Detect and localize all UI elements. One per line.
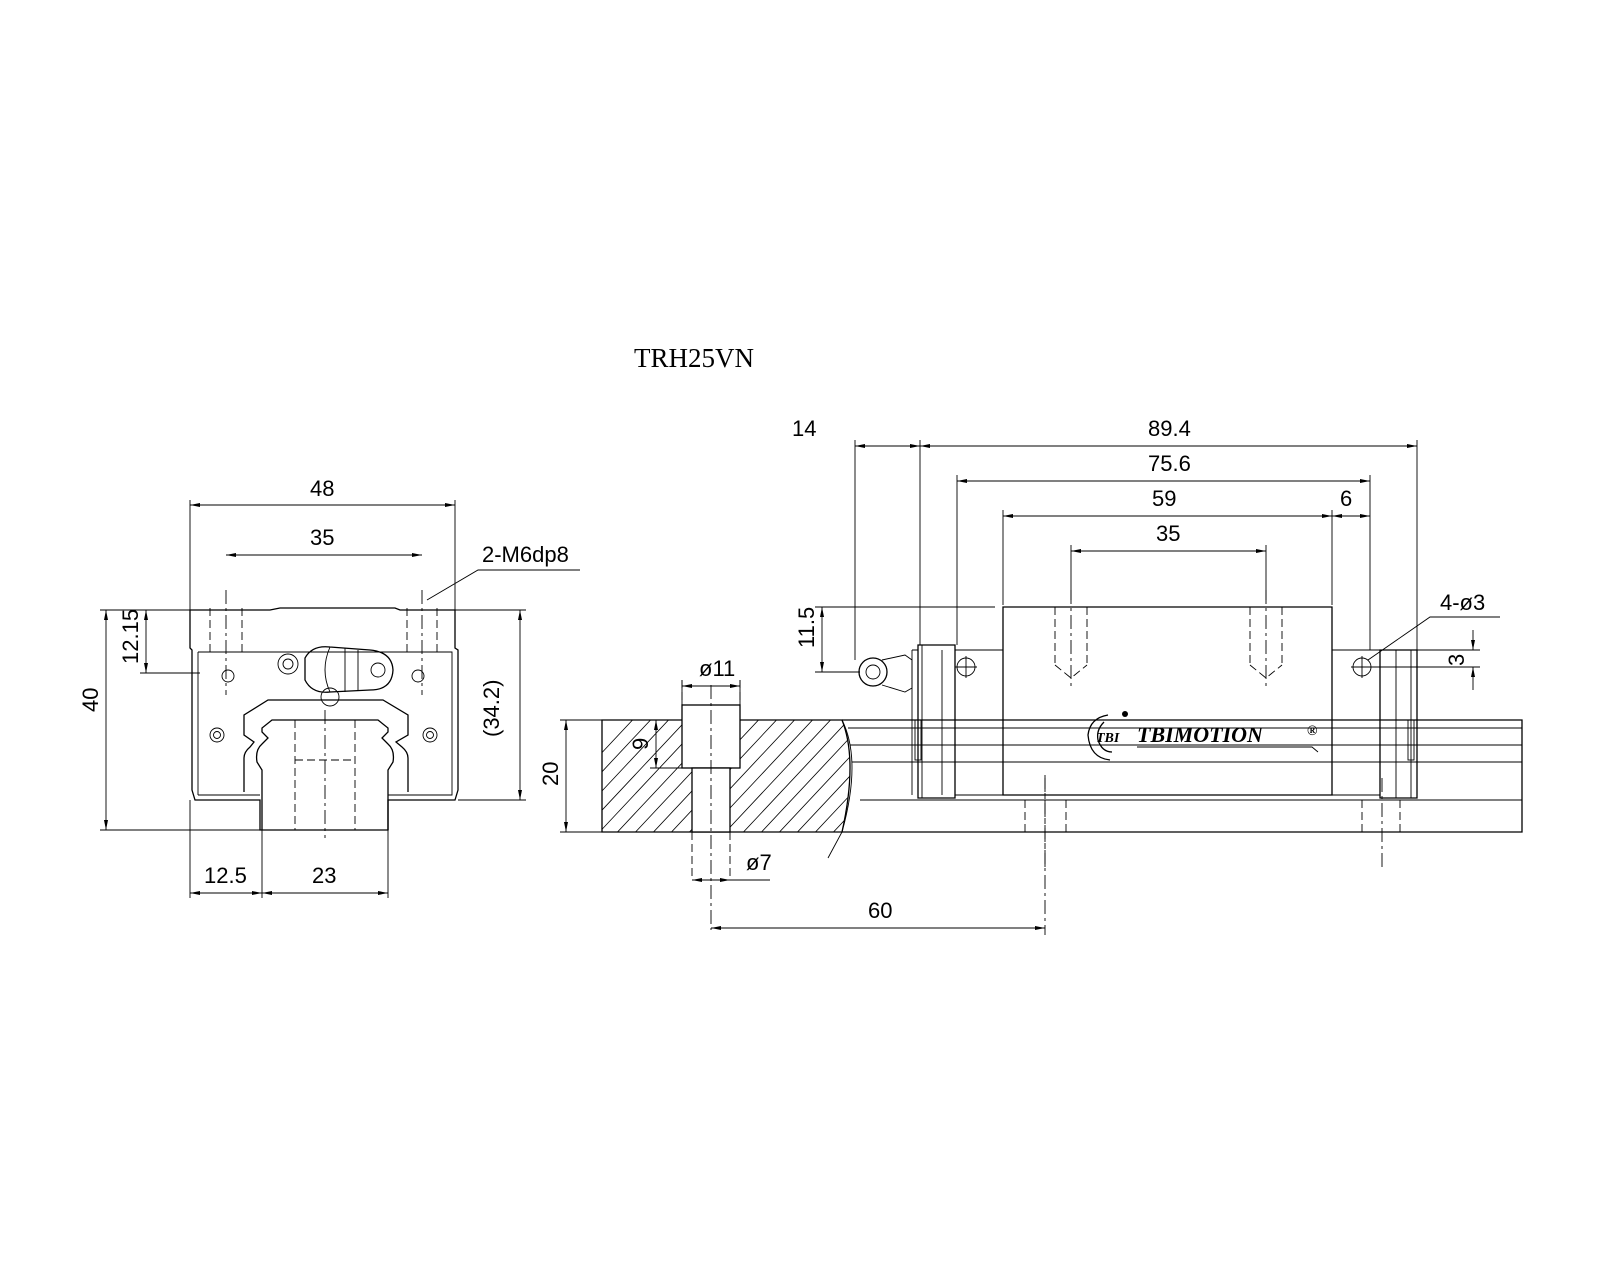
side-view: TBI TBIMOTION ® 14 89.4 75.6 59 6 35 11.… (538, 416, 1523, 935)
dim-dia11-text: ø11 (699, 656, 735, 681)
hatch-line (602, 720, 677, 832)
dim-3-text: 3 (1444, 654, 1469, 666)
thread-callout-text: 2-M6dp8 (482, 542, 569, 567)
dim-40-text: 40 (78, 688, 103, 712)
side-grease-nipple-body (881, 654, 913, 693)
dim-6-text: 6 (1340, 486, 1352, 511)
left-end-seal (911, 645, 943, 798)
leader-thread (426, 569, 580, 601)
dim-35-front-text: 35 (310, 525, 334, 550)
front-hole-circle-right (411, 669, 425, 683)
side-block-body (1002, 606, 1333, 796)
dim-14-text: 14 (792, 416, 816, 441)
drawing-title: TRH25VN (634, 343, 754, 373)
dim-dia7-text: ø7 (746, 850, 772, 875)
brand-underline (1137, 746, 1319, 753)
front-tapped-hole-right (406, 608, 438, 652)
hatch-line (602, 720, 641, 832)
front-block-outline (189, 607, 459, 831)
dim-89-4-text: 89.4 (1148, 416, 1191, 441)
dim-23-text: 23 (312, 863, 336, 888)
front-block-inner (198, 651, 453, 796)
dim-48-ext (189, 500, 456, 610)
pin-hole-right-cross (1351, 656, 1373, 678)
hatch-line (735, 720, 850, 832)
dim-35-side-text: 35 (1156, 521, 1180, 546)
front-view: 48 35 2-M6dp8 40 12.15 (34.2) 12.5 23 (78, 476, 580, 898)
dim-48-text: 48 (310, 476, 334, 501)
rail-break-line (827, 719, 853, 859)
left-end-cap (917, 644, 956, 799)
front-side-hole-right-inner (426, 731, 434, 739)
dim-60-text: 60 (868, 898, 892, 923)
side-block-base (954, 649, 1381, 796)
right-seal-tab (1407, 719, 1415, 761)
hatch-line (753, 720, 850, 832)
front-grease-nipple-base (320, 687, 340, 707)
front-rail-channel (243, 699, 409, 792)
dim-side-ext-top (854, 440, 1418, 660)
dim-59-text: 59 (1152, 486, 1176, 511)
rail-section-hatch (602, 712, 1018, 840)
hatch-line (898, 712, 1018, 840)
rail-hole-dash-1 (1024, 800, 1067, 832)
dim-11-5-ext (815, 606, 995, 673)
side-tapped-hole-right (1249, 607, 1283, 679)
hatch-line (843, 720, 850, 832)
front-grease-nipple-head (370, 662, 386, 678)
rail-long (842, 719, 1523, 833)
dim-75-6-text: 75.6 (1148, 451, 1191, 476)
tbi-logo: TBI (1087, 711, 1128, 761)
right-end-seal (1395, 650, 1412, 798)
leader-pin (1367, 616, 1500, 661)
front-side-hole-left-inner (213, 731, 221, 739)
side-grease-nipple (858, 657, 888, 687)
dim-34-2-ext (455, 609, 526, 801)
hatch-line (717, 720, 839, 832)
front-grease-nipple-detail (324, 646, 359, 693)
hatch-line (880, 712, 1000, 840)
front-grease-plug (277, 653, 299, 675)
pin-hole-left-cross (955, 656, 977, 678)
dim-3-ext (1370, 649, 1480, 668)
hatch-line (602, 720, 659, 832)
side-grease-nipple-inner (865, 664, 881, 680)
dim-12-5-text: 12.5 (204, 863, 247, 888)
front-hole-circle-left (221, 669, 235, 683)
dim-34-2-text: (34.2) (479, 680, 504, 737)
dim-9-text: 9 (628, 738, 653, 750)
brand-registered: ® (1307, 724, 1318, 739)
front-side-hole-right (422, 727, 438, 743)
front-side-hole-left (209, 727, 225, 743)
hatch-line (789, 720, 850, 832)
rail-hole-dash-2 (1361, 800, 1401, 832)
brand-name: TBIMOTION (1137, 722, 1264, 747)
dim-12-15-text: 12.15 (118, 609, 143, 664)
front-grease-nipple (304, 646, 394, 693)
tbi-logo-dot (1122, 711, 1128, 717)
hatch-line (807, 720, 850, 832)
hatch-line (771, 720, 850, 832)
tbi-logo-ring (1087, 714, 1113, 761)
rail-top-lines (848, 727, 1522, 801)
hole-ext-dash (681, 680, 741, 880)
pin-callout-text: 4-ø3 (1440, 590, 1485, 615)
hatch-line (602, 720, 695, 832)
tbi-logo-text: TBI (1096, 731, 1120, 746)
front-grease-plug-inner (282, 658, 294, 670)
dim-bottom-ext (189, 800, 389, 898)
side-tapped-hole-left (1054, 607, 1088, 679)
dim-20-text: 20 (538, 762, 563, 786)
dim-11-5-text: 11.5 (794, 607, 819, 648)
left-seal-tab (914, 719, 922, 761)
front-tapped-hole-left (209, 608, 243, 652)
